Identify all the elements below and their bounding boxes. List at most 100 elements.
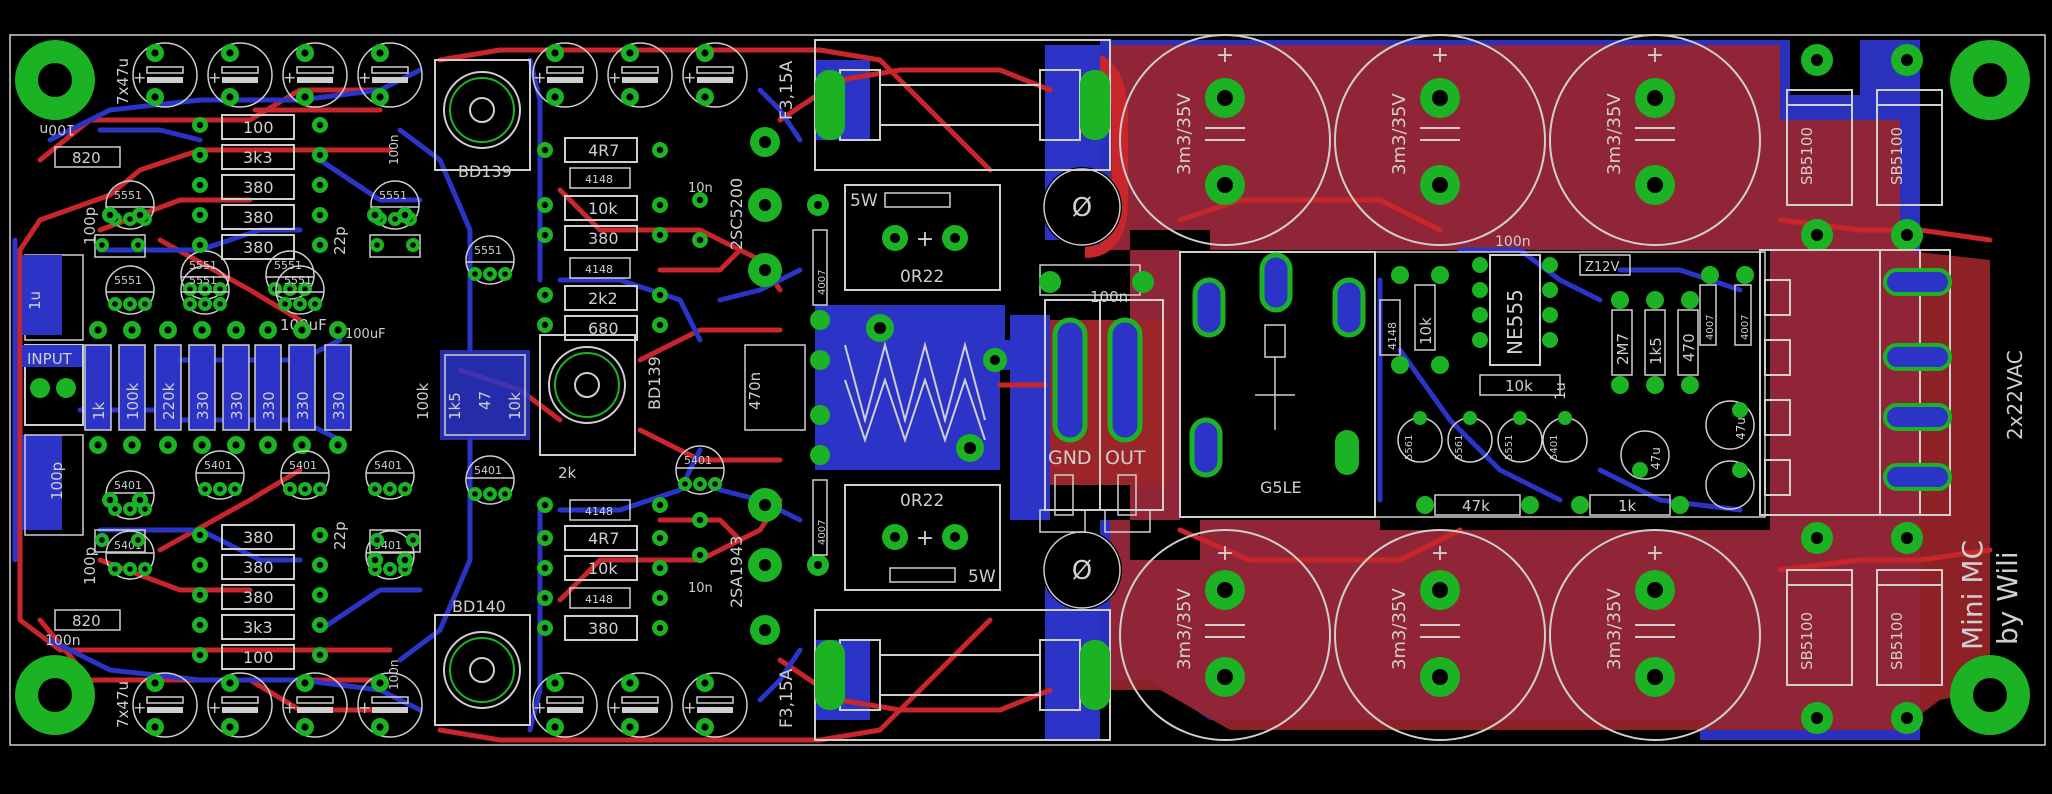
rectifier-1-label: SB5100 bbox=[1798, 127, 1816, 185]
r380-b-label: 380 bbox=[243, 208, 274, 227]
gnd-label: GND bbox=[1048, 447, 1092, 469]
small-transistor bbox=[465, 455, 515, 505]
bank-capacitor bbox=[207, 672, 273, 738]
r1k5-label: 1k5 bbox=[446, 392, 464, 420]
power-resistor-top-watt: 5W bbox=[850, 191, 878, 211]
row-resistor-body bbox=[325, 345, 351, 430]
d4148-4-label: 4148 bbox=[585, 593, 613, 606]
svg-text:+: + bbox=[283, 698, 296, 717]
cap-bank-top-label: 7x47u bbox=[114, 58, 132, 105]
bd140-label: BD140 bbox=[452, 597, 506, 616]
power-transistor-pads: 2SC5200 2SA1943 bbox=[727, 127, 830, 645]
output-inductor bbox=[844, 314, 1007, 462]
small-transistor bbox=[275, 265, 325, 315]
protect-r470-label: 470 bbox=[1680, 333, 1698, 362]
bulk-cap-5: + 3m3/35V bbox=[1334, 529, 1546, 741]
bank-capacitor bbox=[607, 42, 673, 108]
small-transistor bbox=[105, 180, 155, 230]
small-transistor-label: 5551 bbox=[114, 274, 142, 287]
d4148-2-label: 4148 bbox=[585, 263, 613, 276]
cap-100n-top-label: 100n bbox=[39, 121, 75, 137]
fuse-top-label: F3,15A bbox=[777, 60, 797, 120]
power-resistor-bottom-watt: 5W bbox=[968, 567, 996, 587]
row-resistor-label: 330 bbox=[260, 391, 278, 420]
vbe-transistors: BD139 BD139 BD140 10n 10n 470n 1k5 47 10… bbox=[414, 162, 806, 616]
protect-r1k5-label: 1k5 bbox=[1647, 337, 1665, 365]
row-resistor-outline bbox=[118, 344, 146, 431]
svg-text:+: + bbox=[358, 68, 371, 87]
protect-q4-label: 5401 bbox=[1549, 435, 1560, 460]
bulk-cap-3: + 3m3/35V bbox=[1549, 34, 1761, 246]
fuse-bottom: F3,15A bbox=[777, 609, 1111, 741]
svg-text:+: + bbox=[208, 698, 221, 717]
r10k-vertical-label: 10k bbox=[506, 392, 524, 420]
resistor-stack-left: 100 3k3 380 380 380 380 380 380 3k3 100 bbox=[221, 114, 295, 670]
rectifier-1: SB5100 bbox=[1786, 44, 1853, 251]
bank-capacitor bbox=[207, 42, 273, 108]
small-transistor bbox=[265, 250, 315, 300]
svg-text:+: + bbox=[1646, 43, 1664, 68]
svg-text:+: + bbox=[208, 68, 221, 87]
bank-capacitor bbox=[532, 42, 598, 108]
svg-text:+: + bbox=[1431, 43, 1449, 68]
input-cap-100p-label: 100p bbox=[48, 462, 66, 500]
protect-q3-label: 5551 bbox=[1504, 435, 1515, 460]
bulk-cap-6-label: 3m3/35V bbox=[1604, 588, 1625, 670]
bank-capacitor bbox=[357, 672, 423, 738]
r380-driver-label: 380 bbox=[588, 229, 619, 248]
r4r7-top-label: 4R7 bbox=[588, 141, 619, 160]
protect-diode-4007-1-label: 4007 bbox=[1705, 315, 1716, 340]
small-transistor-label: 5551 bbox=[189, 274, 217, 287]
svg-text:+: + bbox=[1216, 43, 1234, 68]
input-connector: INPUT 1u 100p bbox=[22, 254, 84, 536]
small-transistor-label: 5401 bbox=[374, 459, 402, 472]
bulk-cap-5-label: 3m3/35V bbox=[1389, 588, 1410, 670]
r3k3-top-label: 3k3 bbox=[243, 148, 273, 167]
row-resistor-body bbox=[119, 345, 145, 430]
mounting-holes bbox=[15, 40, 2030, 735]
ac-input-terminal: 2x22VAC bbox=[1759, 249, 2027, 516]
relay-label: G5LE bbox=[1260, 478, 1302, 497]
svg-text:Ø: Ø bbox=[1072, 193, 1092, 223]
protect-q2-label: 5561 bbox=[1454, 435, 1465, 460]
input-cap-1u-label: 1u bbox=[26, 291, 44, 310]
cap-100n-bottom-label: 100n bbox=[45, 633, 81, 649]
cap-bank-bottom-label: 7x47u bbox=[114, 681, 132, 728]
bulk-cap-4-label: 3m3/35V bbox=[1174, 588, 1195, 670]
bank-capacitor bbox=[532, 672, 598, 738]
power-resistor-top-value: 0R22 bbox=[900, 267, 944, 287]
svg-text:+: + bbox=[608, 698, 621, 717]
r100k-vertical-label: 100k bbox=[414, 382, 432, 420]
row-resistor-label: 100k bbox=[124, 382, 142, 420]
cap-22p-bottom-label: 22p bbox=[331, 521, 349, 550]
resistor-820-bottom-label: 820 bbox=[72, 612, 101, 630]
r10k-bottom-label: 10k bbox=[588, 559, 618, 578]
d4148-1-label: 4148 bbox=[585, 173, 613, 186]
small-transistor-label: 5401 bbox=[114, 479, 142, 492]
r380-f-label: 380 bbox=[243, 588, 274, 607]
bank-capacitor bbox=[607, 672, 673, 738]
small-transistor bbox=[365, 530, 415, 580]
diode-4007-1-label: 4007 bbox=[817, 270, 828, 295]
rectifier-3-label: SB5100 bbox=[1798, 612, 1816, 670]
r380-a-label: 380 bbox=[243, 178, 274, 197]
board-author: by Wili bbox=[1991, 551, 2024, 645]
zener-label: Z12V bbox=[1585, 260, 1619, 275]
protect-q1-label: 5561 bbox=[1404, 435, 1415, 460]
rectifier-2-label: SB5100 bbox=[1888, 127, 1906, 185]
row-resistor-body bbox=[223, 345, 249, 430]
svg-text:+: + bbox=[608, 68, 621, 87]
fuse-bottom-label: F3,15A bbox=[777, 668, 797, 728]
bulk-cap-4: + 3m3/35V bbox=[1119, 529, 1331, 741]
row-resistor-body bbox=[289, 345, 315, 430]
svg-text:+: + bbox=[133, 698, 146, 717]
r380-c-label: 380 bbox=[243, 238, 274, 257]
output-connector: GND OUT 100n bbox=[1039, 264, 1164, 533]
output-cap-label: 100n bbox=[1090, 288, 1128, 306]
protect-diode-label: 4148 bbox=[1386, 322, 1399, 350]
svg-text:+: + bbox=[1431, 541, 1449, 566]
cap-100p-top-label: 100p bbox=[81, 207, 99, 245]
